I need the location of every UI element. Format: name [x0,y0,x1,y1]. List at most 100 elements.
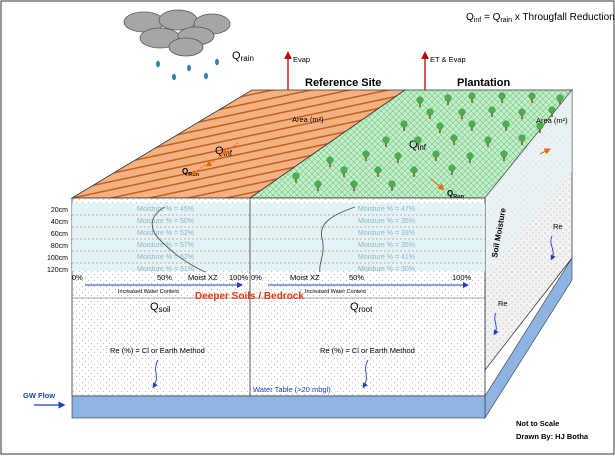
tree-icon [374,166,382,177]
tree-icon [444,94,452,105]
rain-cloud-icon [123,9,231,57]
tree-icon [548,106,556,117]
recharge-label-upper: Re [553,222,563,231]
tree-icon [426,108,434,119]
q-rain-label: Qrain [232,50,254,63]
depth-label: 80cm [51,243,68,250]
tree-icon [350,180,358,191]
tree-icon [436,122,444,133]
q-run-plantation: QRun [447,189,465,200]
water-table-label: Water Table (>20 mbgl) [253,385,331,394]
recharge-label-lower: Re [498,299,508,308]
tree-icon [468,120,476,131]
water-table-band [71,395,486,419]
moisture-value: Moisture % = 35% [358,242,415,249]
axis-ref-mid: 50% [157,273,172,282]
moisture-values-plantation: Moisture % = 47% Moisture % = 35% Moisture… [358,206,415,273]
infiltration-arrows-reference [190,142,239,176]
axis-ref-start: 0% [72,273,83,282]
moisture-zone [72,203,485,271]
axis-plant-start: 0% [251,273,262,282]
depth-label: 40cm [51,219,68,226]
tree-icon [466,152,474,163]
tree-icon [528,92,536,103]
throughfall-formula: Qinf = Qrain x Througfall Reduction % [466,12,615,24]
axis-plant-increase: Increased Water Content [305,289,366,295]
evap-label: Evap [293,55,310,64]
moisture-value: Moisture % = 47% [358,206,415,213]
side-moisture-band [485,90,572,278]
tree-icon [292,172,300,183]
depth-label: 20cm [51,207,68,214]
plantation-title: Plantation [457,77,510,89]
tree-icon [388,180,396,191]
axis-ref-increase: Increased Water Content [118,289,179,295]
not-to-scale-label: Not to Scale [516,419,559,428]
recharge-arrow-lower [493,312,499,336]
tree-icon [448,164,456,175]
et-evap-label: ET & Evap [430,55,466,64]
moisture-value: Moisture % = 30% [358,266,415,273]
tree-icon [500,150,508,161]
tree-icon [416,96,424,107]
depth-label: 60cm [51,231,68,238]
q-soil-label: Qsoil [150,301,171,314]
moisture-value: Moisture % = 33% [358,230,415,237]
tree-icon [314,180,322,191]
moisture-profile-plantation [319,206,356,273]
tree-icon [468,92,476,103]
axis-ref-end: 100% [229,273,249,282]
area-label-plantation: Area (m²) [536,116,568,125]
moisture-axis-plantation: 0% 50% 100% Moist XZ Increased Water Con… [251,273,472,295]
tree-icon [536,122,544,133]
tree-icon [502,120,510,131]
tree-icon [410,166,418,177]
moisture-value: Moisture % = 45% [137,206,194,213]
tree-icon [518,134,526,145]
moisture-value: Moisture % = 62% [137,254,194,261]
tree-icon [340,166,348,177]
moisture-value: Moisture % = 50% [137,218,194,225]
recharge-arrow-upper [550,235,556,261]
tree-icon [362,150,370,161]
moisture-depth-lines [72,214,485,264]
tree-icon [394,152,402,163]
axis-plant-end: 100% [452,273,472,282]
moisture-value: Moisture % = 61% [137,266,194,273]
tree-icon [488,106,496,117]
axis-ref-label: Moist XZ [188,273,218,282]
tree-icon [556,94,564,105]
moisture-value: Moisture % = 35% [358,218,415,225]
tree-icon [484,136,492,147]
tree-icon [458,108,466,119]
runoff-arrow-plantation-edge [539,148,551,155]
tree-icon [450,134,458,145]
rain-drops-icon [156,58,219,81]
tree-icon [518,108,526,119]
area-label-reference: Area (m²) [292,115,324,124]
drawn-by-label: Drawn By: HJ Botha [516,432,589,441]
moisture-axis-reference: 0% 50% 100% Moist XZ Increased Water Con… [72,273,249,295]
moisture-value: Moisture % = 41% [358,254,415,261]
plantation-trees [292,92,564,191]
runoff-arrow-plantation [429,177,445,191]
depth-label: 120cm [47,267,68,274]
depth-labels: 20cm 40cm 60cm 80cm 100cm 120cm [47,207,68,274]
recharge-method-right: Re (%) = Cl or Earth Method [320,346,415,355]
tree-icon [432,150,440,161]
moisture-value: Moisture % = 52% [137,230,194,237]
recharge-arrow-left [152,359,159,389]
depth-label: 100cm [47,255,68,262]
deeper-soils-label: Deeper Soils / Bedrock [195,291,304,302]
tree-icon [498,92,506,103]
recharge-arrow-right [362,359,369,389]
axis-plant-mid: 50% [349,273,364,282]
q-root-label: Qroot [350,301,373,314]
tree-icon [326,156,334,167]
moisture-profile-reference [151,206,206,273]
recharge-method-left: Re (%) = Cl or Earth Method [110,346,205,355]
tree-icon [400,120,408,131]
axis-plant-label: Moist XZ [290,273,320,282]
